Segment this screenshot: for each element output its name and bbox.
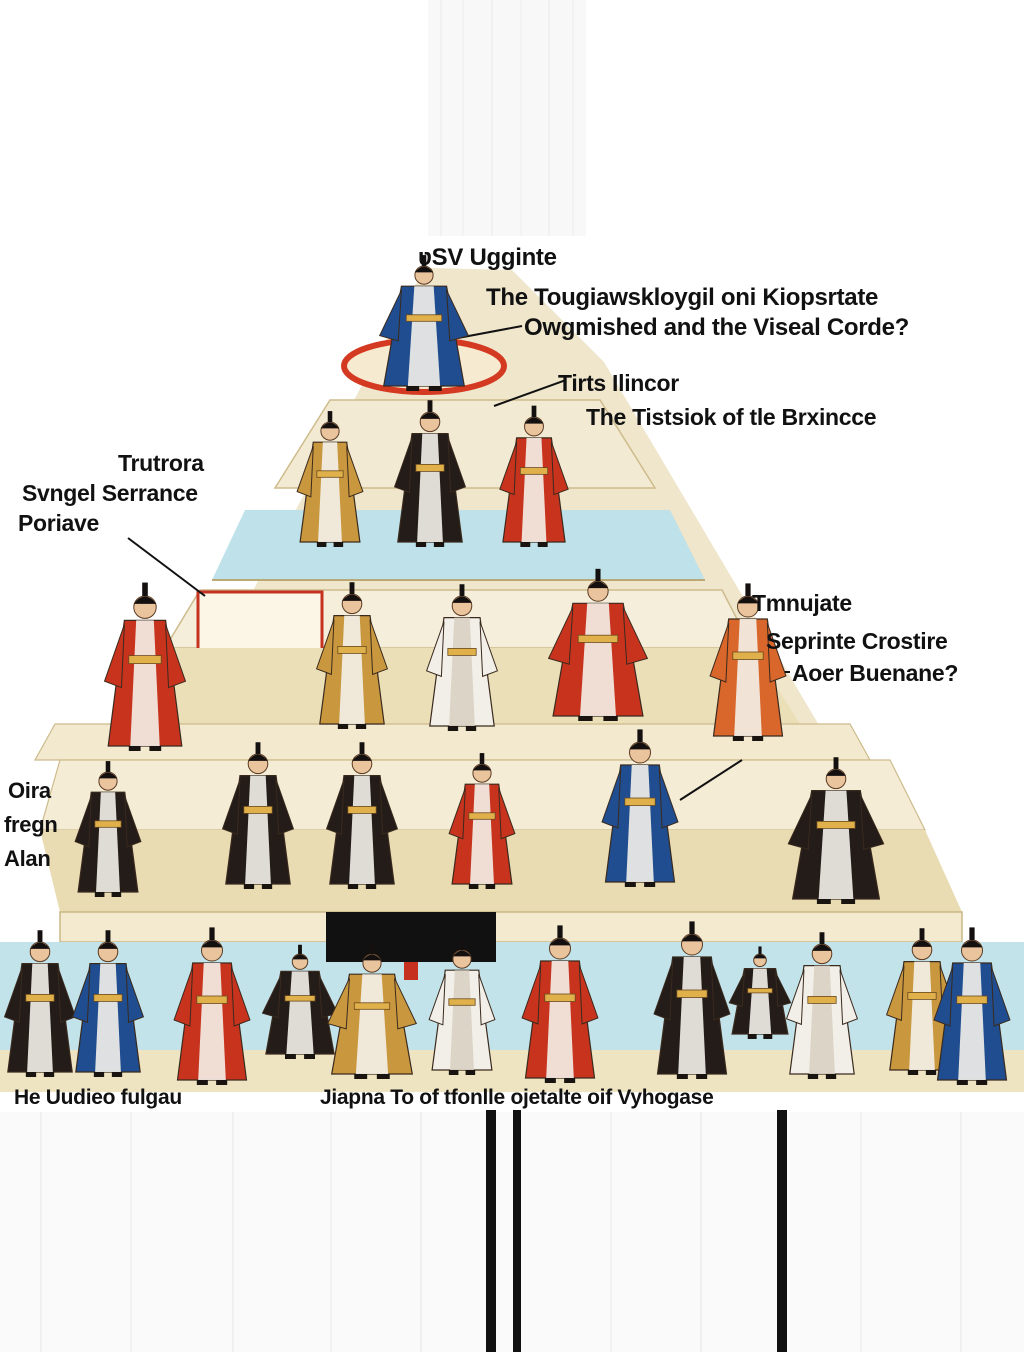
tier1-caption: The Tistsiok of tle Brxincce	[586, 404, 876, 431]
right-mid-label-line3: Aoer Buenane?	[792, 660, 958, 687]
apex-title: ʋSV Ugginte	[418, 244, 557, 272]
left-lower-label-line2: fregn	[4, 812, 58, 838]
base-caption-left: He Uudieo fulgau	[14, 1086, 182, 1110]
pole-left	[486, 1110, 496, 1352]
tier2-panel	[198, 592, 322, 652]
left-lower-label-line3: Alan	[4, 846, 50, 872]
tier1-title: Tirts Ilincor	[558, 370, 679, 397]
pole-right	[777, 1110, 787, 1352]
top-streaks	[428, 0, 586, 236]
right-mid-label-line2: Seprinte Crostire	[766, 628, 948, 655]
left-lower-label-line1: Oira	[8, 778, 51, 804]
figure-5-tier2	[105, 583, 186, 751]
left-upper-label-line2: Svngel Serrance	[22, 480, 198, 507]
base-caption-right: Jiapna To of tfonlle ojetalte oif Vyhoga…	[320, 1086, 713, 1110]
center-plaque	[326, 912, 496, 962]
base-water	[0, 942, 1024, 1050]
left-upper-label-line1: Trutrora	[118, 450, 204, 477]
left-upper-leader	[128, 538, 205, 596]
apex-caption-line2: Owgmished and the Viseal Corde?	[524, 314, 909, 342]
right-mid-label-line1: Tmnujate	[752, 590, 852, 617]
tier3-front	[60, 912, 962, 942]
bottom-streaks	[0, 1112, 1024, 1352]
pole-mid	[513, 1110, 521, 1352]
apex-caption-line1: The Tougiawskloygil oni Kiopsrtate	[486, 284, 878, 312]
left-upper-label-line3: Poriave	[18, 510, 99, 537]
